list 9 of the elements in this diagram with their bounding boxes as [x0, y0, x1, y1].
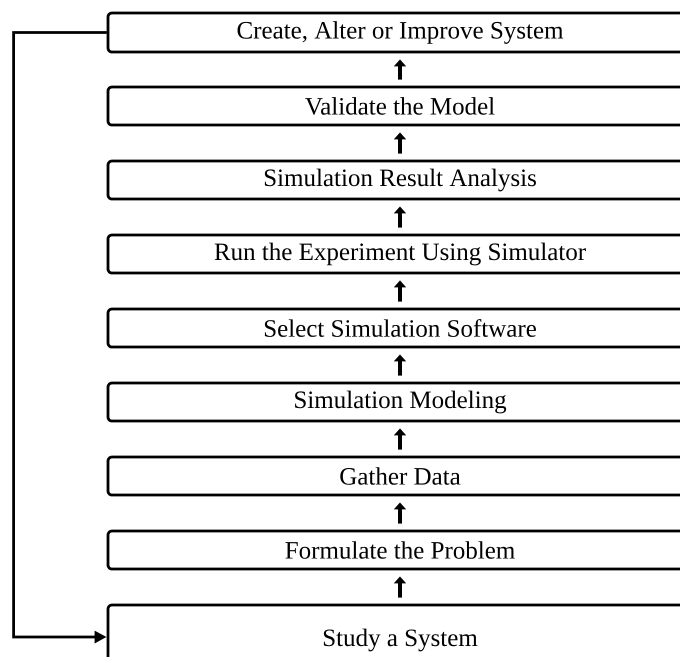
process-box: Create, Alter or Improve System — [106, 12, 680, 54]
process-box: Validate the Model — [106, 86, 680, 126]
process-box: Simulation Result Analysis — [106, 160, 680, 200]
process-box: Run the Experiment Using Simulator — [106, 234, 680, 274]
process-box: Study a System — [106, 604, 680, 657]
process-box: Formulate the Problem — [106, 530, 680, 570]
process-box: Gather Data — [106, 456, 680, 496]
process-box: Select Simulation Software — [106, 308, 680, 348]
process-box: Simulation Modeling — [106, 382, 680, 422]
